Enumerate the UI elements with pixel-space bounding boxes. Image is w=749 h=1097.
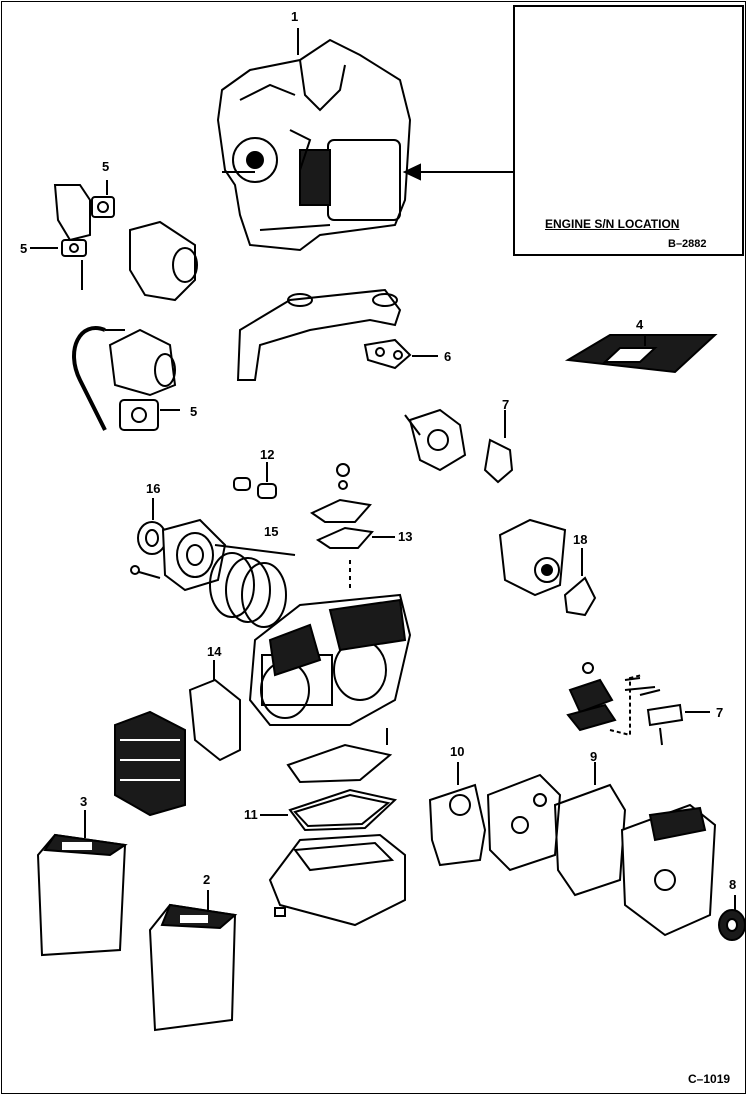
gear-cover-part [620,803,717,937]
air-filter-part [564,334,718,374]
callout-15: 15 [264,524,279,539]
gasket-10-part [428,762,487,867]
breather-part [566,662,710,746]
figure-code: C–1019 [688,1072,731,1086]
gasket-9-part [553,762,627,897]
intake-manifold-part [236,288,438,381]
callout-13: 13 [398,529,413,544]
callout-2: 2 [203,872,211,887]
callout-14: 14 [207,644,222,659]
callout-8: 8 [729,877,737,892]
callout-7-upper: 7 [502,397,510,412]
inset-title: ENGINE S/N LOCATION [545,217,680,231]
engine-assembly-part [216,28,412,252]
callout-6: 6 [444,349,452,364]
callout-18: 18 [573,532,588,547]
gear-plate-part [486,773,562,872]
callout-11: 11 [244,807,258,822]
location-arrow [402,163,513,181]
callout-12: 12 [260,447,275,462]
inset-figure-code: B–2882 [668,238,707,250]
cylinder-head-part [114,710,186,817]
shroud-3-part [36,810,128,957]
callout-4: 4 [636,317,644,332]
governor-linkage-part [404,408,514,484]
callout-9: 9 [590,749,598,764]
oil-pan-part [268,833,406,927]
oil-pump-part [498,518,597,617]
callout-5-lower: 5 [190,404,198,419]
shroud-2-part [148,890,238,1032]
engine-sn-inset [513,5,744,256]
piston-rings-part [209,544,296,628]
callout-5-left: 5 [20,241,28,256]
callout-3: 3 [80,794,88,809]
callout-7-lower: 7 [716,705,724,720]
carburetor-part [72,326,180,431]
callout-1: 1 [291,9,299,24]
cylinder-block-part [248,593,412,726]
oil-seal-part [718,895,746,941]
callout-10: 10 [450,744,465,759]
manifold-housing-part [30,180,198,302]
crankcase-cover-part [130,498,227,592]
callout-5-upper: 5 [102,159,110,174]
valve-cover-part [233,462,395,590]
oil-pan-gasket-part [260,728,398,832]
callout-16: 16 [146,481,161,496]
gasket-14-part [188,660,241,762]
